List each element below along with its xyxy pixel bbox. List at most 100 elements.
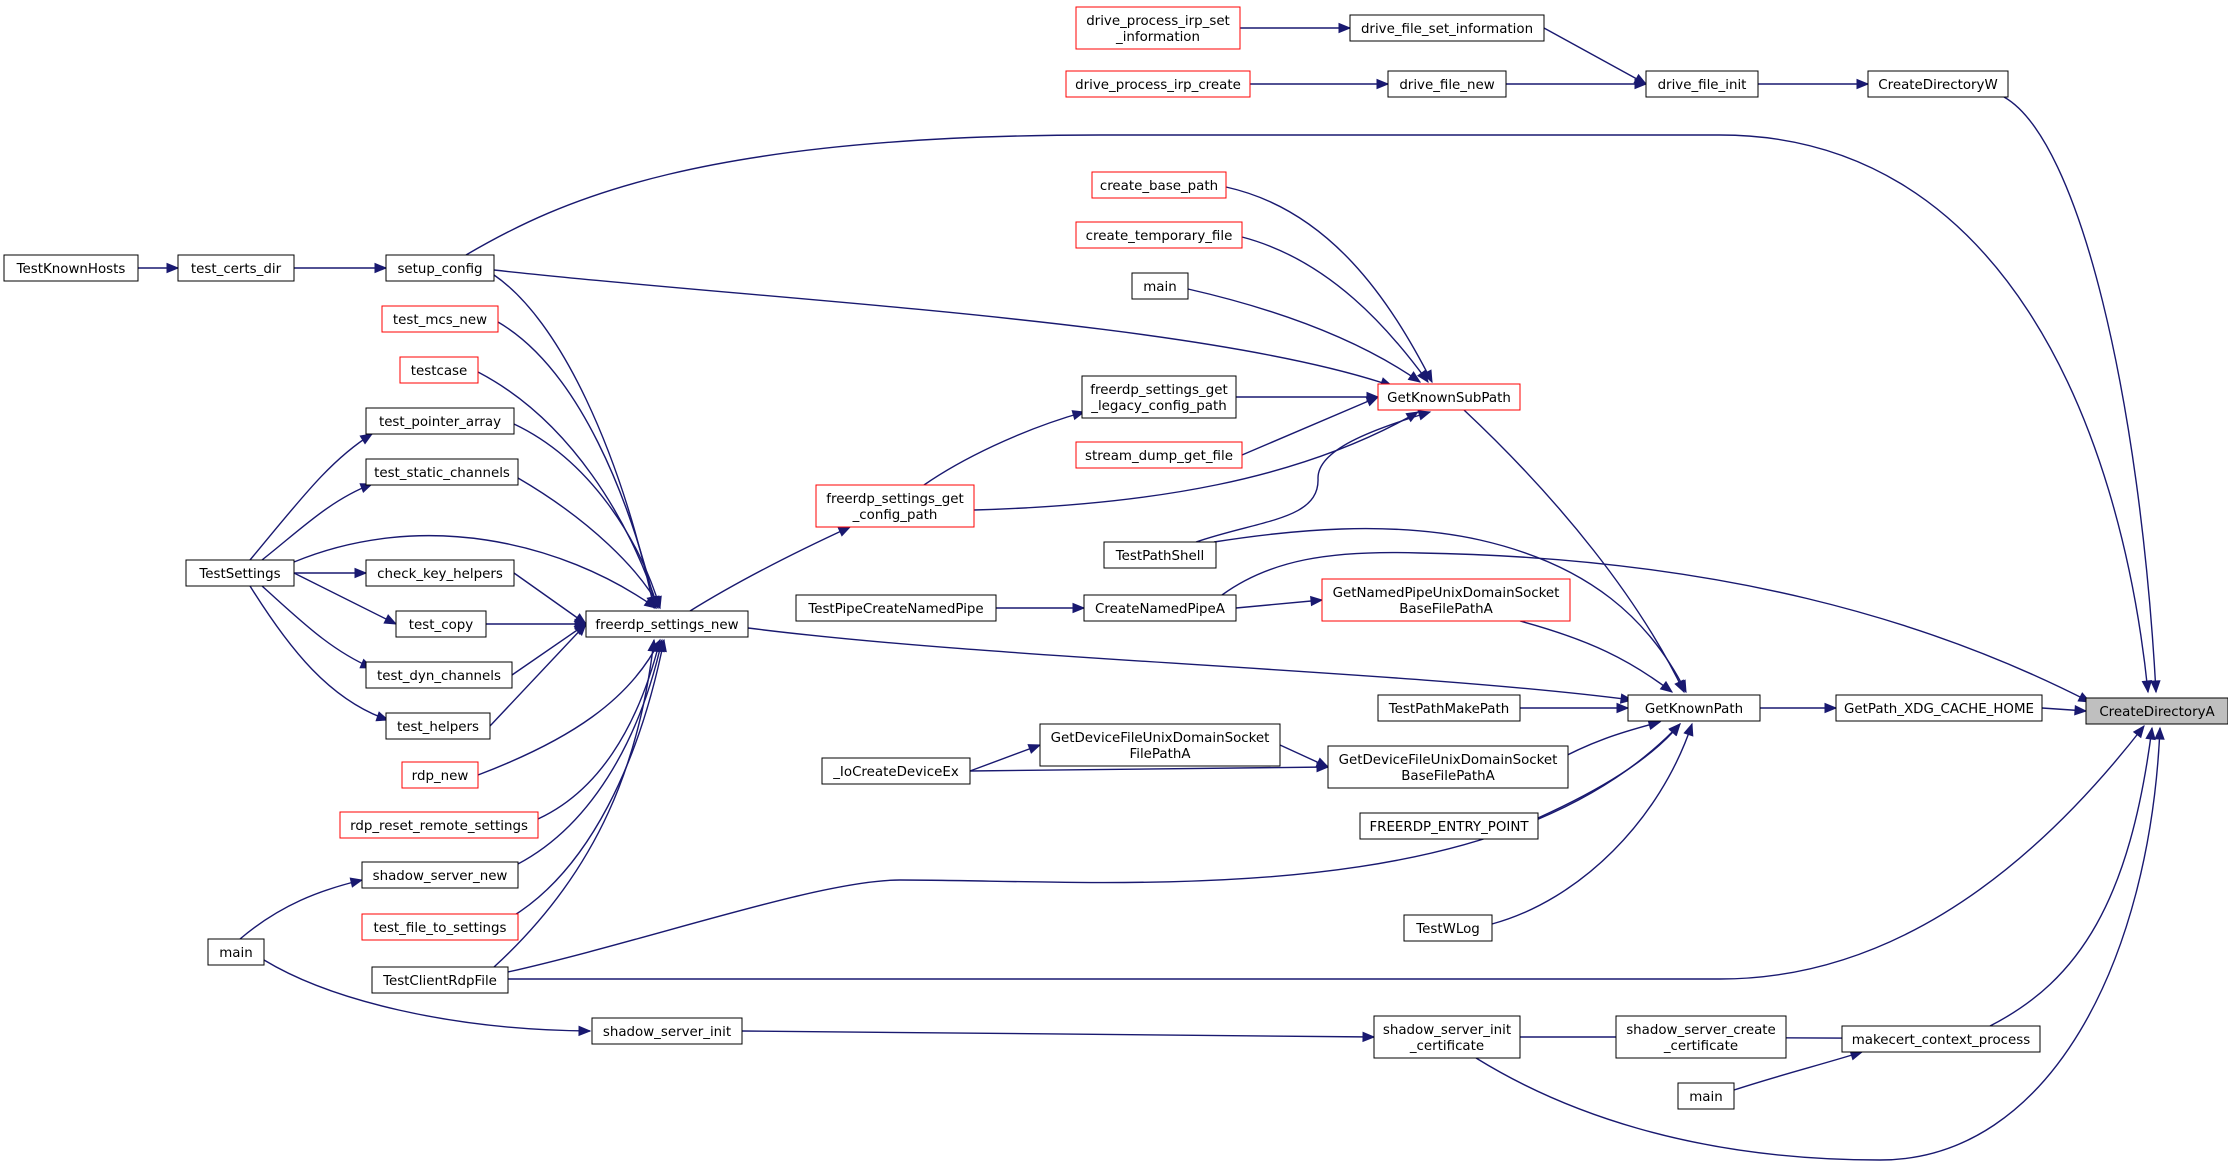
node-getdevicefileunixdomainsocketbasefilepatha[interactable]: GetDeviceFileUnixDomainSocketBaseFilePat… xyxy=(1327,745,1569,789)
node-label: TestPathMakePath xyxy=(1388,702,1509,717)
node-test-pointer-array[interactable]: test_pointer_array xyxy=(365,407,515,435)
node-testwlog[interactable]: TestWLog xyxy=(1403,914,1493,942)
node-main-left[interactable]: main xyxy=(207,938,265,966)
node-freerdp-settings-get-config-path[interactable]: freerdp_settings_get_config_path xyxy=(815,484,975,528)
node-createdirectorya[interactable]: CreateDirectoryA xyxy=(2085,697,2228,725)
node-testcase[interactable]: testcase xyxy=(399,356,479,384)
node-getknownpath[interactable]: GetKnownPath xyxy=(1627,694,1761,722)
arrowhead xyxy=(349,877,364,888)
node-label: main xyxy=(1143,280,1176,295)
node-label: GetNamedPipeUnixDomainSocket xyxy=(1333,586,1560,601)
node-box xyxy=(339,811,539,839)
node-testsettings[interactable]: TestSettings xyxy=(185,559,295,587)
node-label: CreateNamedPipeA xyxy=(1095,602,1226,617)
node-freerdp-entry-point[interactable]: FREERDP_ENTRY_POINT xyxy=(1359,812,1539,840)
edge-drive_file_init-to-CreateDirectoryW xyxy=(1758,78,1870,90)
node-drive-process-irp-set-information[interactable]: drive_process_irp_set_information xyxy=(1075,6,1241,50)
node-shadow-server-init-certificate[interactable]: shadow_server_init_certificate xyxy=(1373,1015,1521,1059)
node-test-copy[interactable]: test_copy xyxy=(395,610,487,638)
node-drive-process-irp-create[interactable]: drive_process_irp_create xyxy=(1065,70,1251,98)
node-check-key-helpers[interactable]: check_key_helpers xyxy=(365,559,515,587)
arrowhead xyxy=(1856,78,1870,90)
edge-check_key_helpers-to-freerdp_settings_new xyxy=(513,572,588,625)
node-rdp-reset-remote-settings[interactable]: rdp_reset_remote_settings xyxy=(339,811,539,839)
node-label: _IoCreateDeviceEx xyxy=(832,765,959,780)
arrowhead xyxy=(166,262,180,274)
arrowhead xyxy=(1338,22,1352,34)
edge-_IoCreateDeviceEx-to-GetDeviceFileUnixDomainSocketFilePathA xyxy=(969,744,1042,772)
node-label: shadow_server_new xyxy=(373,869,508,884)
edge-line xyxy=(493,274,655,609)
node-box xyxy=(365,407,515,435)
node-box xyxy=(815,484,975,528)
node-testpathmakepath[interactable]: TestPathMakePath xyxy=(1377,694,1521,722)
node-testclientrdpfile[interactable]: TestClientRdpFile xyxy=(371,966,509,994)
node-label: TestWLog xyxy=(1415,922,1480,937)
edge-TestClientRdpFile-to-CreateDirectoryA xyxy=(508,724,2145,980)
arrowhead xyxy=(1316,761,1330,773)
node-drive-file-set-information[interactable]: drive_file_set_information xyxy=(1349,14,1545,42)
edge-create_temporary_file-to-GetKnownSubPath xyxy=(1241,236,1429,384)
node-shadow-server-create-certificate[interactable]: shadow_server_create_certificate xyxy=(1615,1015,1787,1059)
edge-test_dyn_channels-to-freerdp_settings_new xyxy=(511,623,588,676)
node--iocreatedeviceex[interactable]: _IoCreateDeviceEx xyxy=(821,757,971,785)
edge-freerdp_settings_get_legacy_config_path-to-GetKnownSubPath xyxy=(1236,391,1380,403)
node-stream-dump-get-file[interactable]: stream_dump_get_file xyxy=(1075,441,1243,469)
node-label: setup_config xyxy=(397,262,482,277)
node-testpipecreatenamedpipe[interactable]: TestPipeCreateNamedPipe xyxy=(795,594,997,622)
edge-TestSettings-to-test_helpers xyxy=(249,585,390,722)
arrowhead xyxy=(1365,396,1380,407)
node-setup-config[interactable]: setup_config xyxy=(385,254,495,282)
node-testknownhosts[interactable]: TestKnownHosts xyxy=(3,254,139,282)
edge-drive_file_set_information-to-drive_file_init xyxy=(1543,27,1648,85)
arrowhead xyxy=(1416,369,1429,384)
node-shadow-server-init[interactable]: shadow_server_init xyxy=(591,1017,743,1045)
arrowhead xyxy=(1072,602,1086,614)
node-getnamedpipeunixdomainsocketbasefilepatha[interactable]: GetNamedPipeUnixDomainSocketBaseFilePath… xyxy=(1321,578,1571,622)
node-shadow-server-new[interactable]: shadow_server_new xyxy=(361,861,519,889)
node-getpath-xdg-cache-home[interactable]: GetPath_XDG_CACHE_HOME xyxy=(1835,694,2043,722)
arrowhead xyxy=(1310,595,1324,607)
node-label: test_certs_dir xyxy=(191,262,282,277)
node-box xyxy=(1075,6,1241,50)
node-freerdp-settings-new[interactable]: freerdp_settings_new xyxy=(585,610,749,638)
node-label: CreateDirectoryW xyxy=(1878,78,1997,93)
node-create-temporary-file[interactable]: create_temporary_file xyxy=(1075,221,1243,249)
node-test-helpers[interactable]: test_helpers xyxy=(385,712,491,740)
node-test-file-to-settings[interactable]: test_file_to_settings xyxy=(361,913,519,941)
node-freerdp-settings-get-legacy-config-path[interactable]: freerdp_settings_get_legacy_config_path xyxy=(1081,375,1237,419)
node-box xyxy=(185,559,295,587)
edge-test_copy-to-freerdp_settings_new xyxy=(486,618,588,630)
node-box xyxy=(177,254,295,282)
node-label: test_copy xyxy=(409,618,473,633)
node-main-top[interactable]: main xyxy=(1131,272,1189,300)
node-getknownsubpath[interactable]: GetKnownSubPath xyxy=(1377,383,1521,411)
edge-line xyxy=(261,483,373,561)
node-label: _information xyxy=(1115,30,1200,45)
node-test-mcs-new[interactable]: test_mcs_new xyxy=(381,305,499,333)
node-label: check_key_helpers xyxy=(377,567,503,582)
node-test-static-channels[interactable]: test_static_channels xyxy=(365,458,519,486)
node-createdirectoryw[interactable]: CreateDirectoryW xyxy=(1867,70,2009,98)
node-rdp-new[interactable]: rdp_new xyxy=(401,761,479,789)
node-label: TestKnownHosts xyxy=(16,262,126,277)
node-createnamedpipea[interactable]: CreateNamedPipeA xyxy=(1083,594,1237,622)
node-label: TestClientRdpFile xyxy=(382,974,497,989)
arrowhead xyxy=(383,614,398,625)
node-testpathshell[interactable]: TestPathShell xyxy=(1103,541,1217,569)
edge-line xyxy=(1491,723,1693,925)
node-test-dyn-channels[interactable]: test_dyn_channels xyxy=(365,661,513,689)
node-test-certs-dir[interactable]: test_certs_dir xyxy=(177,254,295,282)
edge-line xyxy=(517,477,661,609)
node-box xyxy=(1081,375,1237,419)
node-box xyxy=(361,913,519,941)
edge-GetKnownSubPath-to-GetKnownPath xyxy=(1463,409,1685,694)
node-drive-file-init[interactable]: drive_file_init xyxy=(1645,70,1759,98)
node-drive-file-new[interactable]: drive_file_new xyxy=(1387,70,1507,98)
node-main-bottom[interactable]: main xyxy=(1677,1082,1735,1110)
node-makecert-context-process[interactable]: makecert_context_process xyxy=(1841,1025,2041,1053)
node-create-base-path[interactable]: create_base_path xyxy=(1091,171,1227,199)
node-box xyxy=(591,1017,743,1045)
edge-line xyxy=(493,269,1393,387)
